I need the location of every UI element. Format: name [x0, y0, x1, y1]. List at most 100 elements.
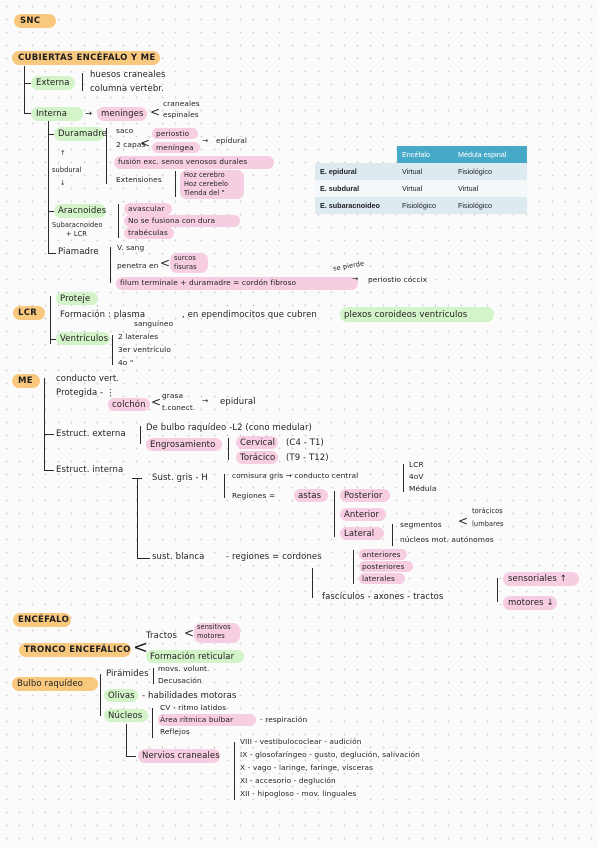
- meninges-highlight: [97, 107, 147, 121]
- lcr-highlight: [13, 306, 45, 320]
- me-title: ME: [18, 376, 33, 386]
- olivas-label: Olivas: [108, 691, 135, 701]
- snc-highlight: [14, 14, 56, 28]
- lateral-brace: [392, 524, 394, 546]
- astas-label: astas: [298, 491, 322, 501]
- trabeculas-highlight: [124, 227, 174, 239]
- table-cell: Virtual: [397, 163, 453, 180]
- nervios-highlight: [138, 749, 220, 763]
- lcr-item-1: 4oV: [409, 472, 424, 481]
- olivas-desc: - habilidades motoras: [142, 691, 237, 701]
- olivas-highlight: [104, 689, 138, 702]
- arrow-icon: →: [202, 136, 209, 145]
- respiracion-label: - respiración: [260, 715, 308, 724]
- epidural-label: epidural: [216, 136, 248, 145]
- comisura-label: comisura gris → conducto central: [232, 471, 359, 480]
- externa-brace: [82, 73, 84, 91]
- table-cell: Virtual: [453, 180, 527, 197]
- surcos-item-1: fisuras: [174, 263, 197, 271]
- area-ritmica-highlight: [158, 714, 256, 726]
- fasciculos-line: [312, 568, 314, 598]
- nervio-item-0: VIII - vestibulococlear - audición: [240, 737, 362, 746]
- bulbo-label: De bulbo raquídeo -L2 (cono medular): [146, 423, 312, 433]
- sust-gris-label: Sust. gris - H: [152, 473, 208, 483]
- table-cell: Fisiológico: [453, 163, 527, 180]
- externa-highlight: [31, 76, 75, 90]
- ventriculo-item-2: 4o ": [118, 358, 134, 367]
- periostio-coccix-label: periostio cóccix: [368, 275, 428, 284]
- table-header-empty: [315, 146, 397, 163]
- aracnoides-label: Aracnoides: [58, 206, 107, 216]
- bulbo-tree-line: [100, 674, 102, 716]
- meningea-label: meníngea: [156, 143, 194, 152]
- cordones-brace: [353, 550, 355, 584]
- toracico-highlight: [236, 451, 278, 464]
- piamadre-label: Piamadre: [58, 247, 99, 257]
- lcr-title: LCR: [18, 308, 38, 318]
- colchon-highlight: [108, 398, 150, 411]
- toracico-label: Torácico: [240, 453, 276, 463]
- nucleos-highlight: [104, 709, 148, 722]
- encefalo-title: ENCÉFALO: [18, 615, 70, 625]
- piamadre-brace: [110, 247, 112, 283]
- duramadre-brace: [106, 128, 108, 184]
- espacios-table: Encéfalo Médula espinal E. epidural Virt…: [315, 146, 527, 214]
- regiones-label: Regiones =: [232, 491, 276, 500]
- ventriculos-highlight: [56, 332, 110, 345]
- piamadre-item-1: penetra en: [117, 261, 159, 270]
- ventriculos-branch: [50, 339, 56, 341]
- table-row: E. subaracnoideo Fisiológico Fisiológico: [315, 197, 527, 214]
- ventriculo-item-1: 3er ventrículo: [118, 345, 171, 354]
- anterior-label: Anterior: [344, 510, 380, 520]
- tractos-brace: [497, 578, 499, 602]
- piamadre-branch: [48, 253, 56, 255]
- posteriores-highlight: [359, 561, 413, 572]
- formacion-label: Formación : plasma: [60, 310, 146, 320]
- subaracnoideo-lcr: + LCR: [66, 230, 87, 238]
- meninges-tree-line: [48, 121, 50, 253]
- engrosamiento-brace: [228, 438, 230, 460]
- cordon-item-2: laterales: [362, 574, 395, 583]
- segmento-item-1: lumbares: [472, 520, 504, 528]
- anteriores-highlight: [359, 549, 407, 560]
- tracto-item-1: motores ↓: [508, 598, 554, 608]
- brace-icon: <: [160, 256, 171, 270]
- segmentos-label: segmentos: [400, 520, 442, 529]
- colchon-item-1: t.conect.: [162, 403, 196, 412]
- astas-highlight: [294, 489, 328, 502]
- extensiones-brace: [175, 171, 177, 197]
- periostio-label: periostio: [156, 129, 190, 138]
- lcr-item-0: LCR: [409, 460, 424, 469]
- nucleos-mot-label: núcleos mot. autónomos: [400, 535, 494, 544]
- nervios-label: Nervios craneales: [142, 751, 220, 761]
- posterior-label: Posterior: [344, 491, 383, 501]
- proteje-highlight: [56, 292, 98, 305]
- dash-icon: - ⋮: [100, 388, 115, 398]
- filum-highlight: [116, 277, 358, 290]
- cervical-label: Cervical: [240, 438, 276, 448]
- duramadre-branch: [48, 134, 54, 136]
- piamadre-item-0: V. sang: [117, 243, 145, 252]
- down-arrow-icon: ↓: [60, 179, 66, 187]
- estruct-int-tree-line: [137, 478, 139, 558]
- table-cell: Fisiológico: [397, 197, 453, 214]
- piramides-brace: [153, 668, 155, 684]
- colchon-label: colchón: [112, 400, 146, 410]
- encefalo-highlight: [13, 613, 71, 627]
- conducto-label: conducto vert.: [56, 374, 120, 384]
- piramide-item-1: Decusación: [158, 676, 202, 685]
- nofusiona-highlight: [124, 215, 240, 227]
- brace-icon: <: [133, 637, 149, 658]
- periostio-highlight: [152, 128, 198, 139]
- arrow-icon: →: [352, 274, 359, 283]
- cervical-val: (C4 - T1): [286, 438, 324, 448]
- aracnoides-item-0: avascular: [128, 204, 165, 213]
- plexos-highlight: [340, 307, 494, 322]
- tractos-label: Tractos: [146, 631, 177, 641]
- saco-label: saco: [116, 126, 134, 135]
- meninges-type-1: espinales: [163, 110, 199, 119]
- snc-title: SNC: [20, 16, 41, 26]
- surcos-highlight: [170, 253, 208, 273]
- table-header-medula: Médula espinal: [453, 146, 527, 163]
- engrosamiento-highlight: [146, 438, 222, 451]
